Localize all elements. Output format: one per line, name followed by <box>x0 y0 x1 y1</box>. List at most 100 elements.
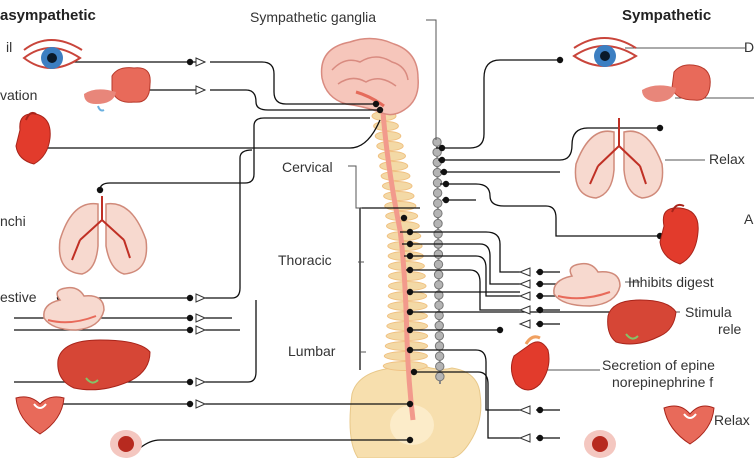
reproductive-organ-icon <box>584 430 616 458</box>
right-pupil-label: D <box>744 40 754 55</box>
cervical-label: Cervical <box>282 160 333 175</box>
nerve-node <box>187 401 193 407</box>
nerve-node <box>187 379 193 385</box>
ganglion <box>433 138 441 146</box>
vertebra <box>387 222 420 231</box>
nerve-node <box>439 157 445 163</box>
nerve-node <box>377 107 383 113</box>
lungs-icon <box>575 118 662 198</box>
nerve-node <box>537 435 543 441</box>
nerve-node <box>443 181 449 187</box>
nerve-node <box>537 293 543 299</box>
nerve-node <box>187 327 193 333</box>
synapse-marker <box>520 306 530 314</box>
lumbar-label: Lumbar <box>288 344 335 359</box>
ganglion <box>435 301 443 309</box>
heart-icon <box>16 113 50 164</box>
nerve-node <box>407 347 413 353</box>
vertebra <box>377 142 403 151</box>
kidney-icon <box>511 337 549 390</box>
parasympathetic-header: asympathetic <box>0 8 96 25</box>
nerve-node <box>537 269 543 275</box>
vertebra <box>385 202 416 211</box>
ganglion <box>435 332 443 340</box>
nerve-node <box>407 241 413 247</box>
nerve-node <box>401 215 407 221</box>
synapse-marker <box>520 320 530 328</box>
pelvis-bone <box>350 364 481 458</box>
right-relax-bladder-label: Relax <box>714 413 750 428</box>
left-pupil-label: il <box>6 40 12 55</box>
liver-icon <box>608 300 676 344</box>
nerve-node <box>407 267 413 273</box>
thoracic-label: Thoracic <box>278 253 332 268</box>
bladder-icon <box>664 406 714 444</box>
right-inhibits-digestion-label: Inhibits digest <box>628 275 714 290</box>
nerve-node <box>97 187 103 193</box>
reproductive-organ-icon <box>110 430 142 458</box>
ganglion <box>434 209 442 217</box>
nerve-node <box>657 125 663 131</box>
ganglion <box>434 219 442 227</box>
nerve-node <box>187 59 193 65</box>
nerve-node <box>497 327 503 333</box>
nerve-node <box>407 401 413 407</box>
ganglion <box>436 372 444 380</box>
vertebra <box>380 162 408 171</box>
right-relax-bronchi-label: Relax <box>709 152 745 167</box>
left-bronchi-label: nchi <box>0 214 26 229</box>
ganglion <box>433 179 441 187</box>
lungs-icon <box>59 196 146 274</box>
sympathetic-header: Sympathetic <box>622 8 711 25</box>
synapse-marker <box>520 280 530 288</box>
nerve-node <box>537 321 543 327</box>
right-heart-label: A <box>744 212 753 227</box>
nerve-node <box>537 281 543 287</box>
nerve-node <box>407 253 413 259</box>
nerve-node <box>537 307 543 313</box>
eye-icon <box>574 38 636 67</box>
ganglion <box>435 321 443 329</box>
synapse-marker <box>196 58 205 66</box>
nerve-node <box>187 295 193 301</box>
ganglion <box>435 342 443 350</box>
vertebra <box>387 232 421 241</box>
salivary-gland-icon <box>84 68 150 111</box>
ganglion <box>434 260 442 268</box>
ganglion <box>435 352 443 360</box>
sympathetic-ganglia-label: Sympathetic ganglia <box>250 10 376 25</box>
bladder-icon <box>16 397 64 434</box>
nerve-node <box>407 327 413 333</box>
nerve-node <box>407 309 413 315</box>
right-stimulates-label-1: Stimula <box>685 305 732 320</box>
stomach-icon <box>44 288 104 330</box>
ganglion <box>434 199 442 207</box>
vertebra <box>382 182 412 191</box>
heart-icon <box>660 205 698 264</box>
brain-icon <box>322 38 419 114</box>
nerve-node <box>373 101 379 107</box>
ganglion <box>434 250 442 258</box>
synapse-marker <box>196 314 205 322</box>
vertebra <box>384 192 414 201</box>
nerve-node <box>443 197 449 203</box>
nerve-node <box>187 315 193 321</box>
right-secretion-label-1: Secretion of epine <box>602 358 715 373</box>
synapse-marker <box>520 406 530 414</box>
eye-icon <box>24 40 82 69</box>
ganglion <box>433 189 441 197</box>
nerve-node <box>439 145 445 151</box>
synapse-marker <box>520 292 530 300</box>
salivary-gland-icon <box>642 65 710 102</box>
vertebra <box>383 362 427 371</box>
right-secretion-label-2: norepinephrine f <box>612 375 713 390</box>
synapse-marker <box>196 294 205 302</box>
stomach-icon <box>554 264 620 306</box>
nerve-node <box>407 289 413 295</box>
ganglion <box>435 281 443 289</box>
vertebra <box>388 262 424 271</box>
synapse-marker <box>196 326 205 334</box>
synapse-marker <box>196 400 205 408</box>
vertebra <box>381 172 410 181</box>
